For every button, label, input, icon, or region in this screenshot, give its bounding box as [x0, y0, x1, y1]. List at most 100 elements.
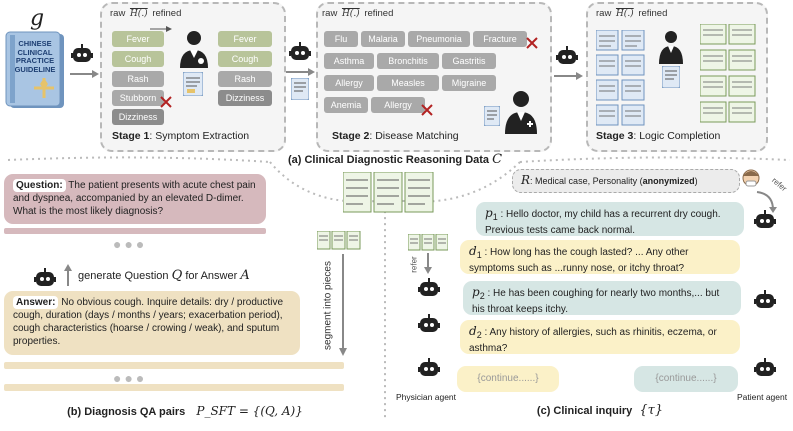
document-icon	[483, 105, 501, 131]
arrow-icon	[286, 64, 316, 82]
more-dots: ●●●	[113, 236, 148, 252]
disease-pill: Allergy	[324, 75, 374, 91]
answer-text: No obvious cough. Inquire details: dry /…	[13, 297, 284, 347]
patient-message-1: p1 : Hello doctor, my child has a recurr…	[476, 202, 744, 236]
arrow-icon	[70, 66, 100, 84]
patient-agent-label: Patient agent	[737, 392, 788, 402]
answer-tag: Answer:	[13, 296, 59, 309]
stage1-label-bold: Stage 1	[112, 130, 150, 142]
answer-shadow-strip	[4, 384, 344, 391]
refine-function: H(.)	[341, 9, 360, 19]
p1-text: : Hello doctor, my child has a recurrent…	[485, 209, 721, 236]
d1-sub: 1	[476, 250, 482, 260]
question-box: Question: The patient presents with acut…	[4, 174, 266, 224]
d2-label: d	[469, 324, 477, 338]
robot-icon	[71, 44, 93, 69]
cross-icon	[526, 36, 538, 54]
guideline-title-line: CHINESE	[18, 39, 52, 48]
generate-for: for Answer	[185, 270, 238, 282]
refine-function: H(.)	[129, 9, 148, 19]
patient-message-2: p2 : He has been coughing for nearly two…	[463, 281, 741, 315]
case-text: : Medical case, Personality (	[530, 176, 643, 186]
disease-pill: Measles	[377, 75, 439, 91]
generate-text: generate Question	[78, 270, 169, 282]
caption-a: (a) Clinical Diagnostic Reasoning Data	[287, 154, 490, 166]
physician-agent-icon	[418, 358, 440, 383]
patient-agent-icon	[754, 358, 776, 383]
d2-sub: 2	[476, 330, 482, 340]
physician-agent-label: Physician agent	[396, 392, 457, 402]
doctor-message-1: d1 : How long has the cough lasted? ... …	[460, 240, 740, 274]
symptom-pill: Rash	[112, 71, 164, 87]
arrow-icon	[423, 253, 433, 280]
caption-a-symbol: C	[492, 152, 503, 167]
refined-label: refined	[152, 8, 182, 19]
patient-avatar-icon	[740, 168, 762, 199]
stage3-label: : Logic Completion	[633, 130, 721, 142]
case-end: )	[694, 176, 698, 186]
refer-mid-label: refer	[409, 256, 419, 273]
refined-label: refined	[364, 8, 394, 19]
guideline-title-line: PRACTICE	[15, 56, 55, 65]
stage2-label-bold: Stage 2	[332, 130, 370, 142]
document-icon	[182, 71, 204, 101]
symptom-pill: Dizziness	[112, 109, 164, 125]
table-stack-refined	[699, 23, 756, 131]
caption-c-symbol: {τ}	[639, 403, 664, 418]
guideline-symbol: g	[30, 6, 45, 31]
more-dots: ●●●	[113, 370, 148, 386]
robot-icon	[418, 278, 440, 303]
question-text: The patient presents with acute chest pa…	[13, 180, 256, 217]
robot-icon	[289, 42, 311, 67]
document-icon	[290, 77, 310, 105]
symptom-pill-refined: Fever	[218, 31, 272, 47]
continue-left: {continue......}	[457, 366, 559, 392]
case-box: R: Medical case, Personality (anonymized…	[512, 169, 740, 193]
segment-text: segment into pieces	[322, 261, 334, 350]
disease-pill: Fracture	[473, 31, 527, 47]
robot-icon	[754, 210, 776, 235]
caption-c: (c) Clinical inquiry	[536, 405, 633, 417]
disease-pill: Migraine	[442, 75, 496, 91]
cross-icon	[160, 95, 172, 113]
doctor-icon	[499, 88, 543, 139]
symptom-pill-refined: Rash	[218, 71, 272, 87]
robot-icon	[418, 314, 440, 339]
d2-text: : Any history of allergies, such as rhin…	[469, 327, 717, 354]
up-arrow-icon	[63, 264, 73, 291]
raw-label: raw	[110, 8, 126, 19]
symptom-pill-refined: Cough	[218, 51, 272, 67]
d1-label: d	[469, 244, 477, 258]
caption-b-formula: P_SFT = {(Q, A)}	[196, 404, 303, 418]
arrow-icon	[755, 190, 779, 219]
raw-label: raw	[322, 8, 338, 19]
table-icon	[342, 171, 435, 219]
symptom-pill: Cough	[112, 51, 164, 67]
disease-pill: Anemia	[324, 97, 368, 113]
document-icon	[661, 65, 681, 93]
arrow-icon	[554, 68, 584, 86]
p2-sub: 2	[479, 291, 485, 301]
symptom-pill: Stubborn	[112, 90, 164, 106]
question-shadow-strip	[4, 228, 266, 234]
refined-label: refined	[638, 8, 668, 19]
stage3-label-bold: Stage 3	[596, 130, 634, 142]
generate-a: A	[240, 268, 250, 283]
question-tag: Question:	[13, 179, 66, 192]
doctor-icon	[655, 28, 687, 69]
p2-label: p	[472, 285, 480, 299]
symptom-pill-refined: Dizziness	[218, 90, 272, 106]
robot-icon	[556, 46, 578, 71]
guideline-title-line: GUIDELINE	[14, 64, 56, 74]
case-anonymized: anonymized	[642, 176, 695, 186]
table-icon	[407, 233, 449, 257]
stage1-label: : Symptom Extraction	[149, 130, 250, 142]
p1-sub: 1	[492, 212, 498, 222]
disease-pill: Allergy	[371, 97, 425, 113]
table-icon	[316, 230, 361, 256]
symptom-pill: Fever	[112, 31, 164, 47]
disease-pill: Bronchitis	[377, 53, 439, 69]
stage2-label: : Disease Matching	[369, 130, 459, 142]
doctor-icon	[174, 28, 214, 73]
refine-function: H(.)	[615, 9, 634, 19]
